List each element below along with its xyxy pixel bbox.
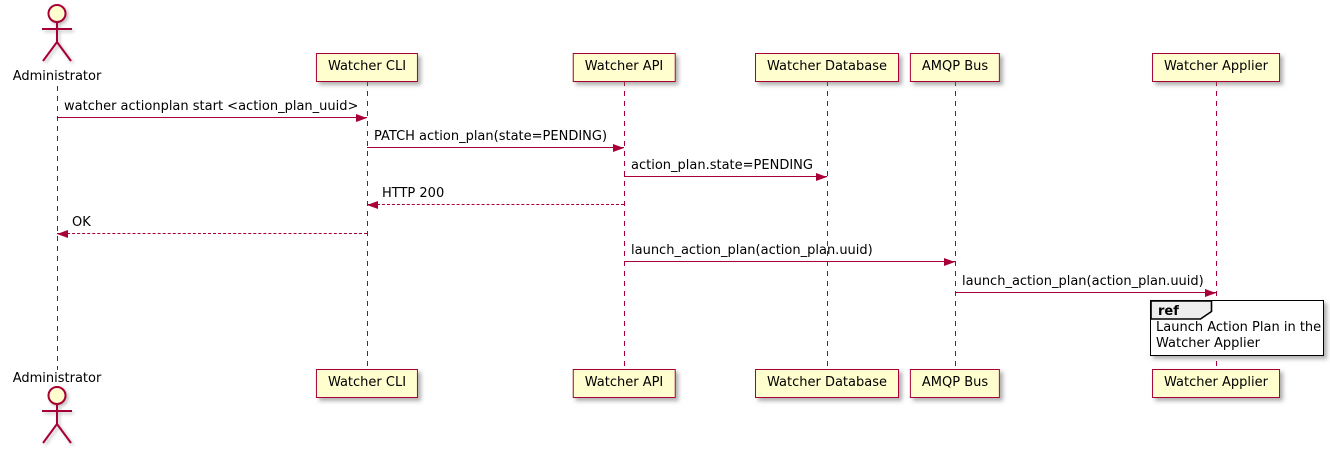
participant-box: AMQP Bus xyxy=(909,369,1001,398)
participant-box: Watcher CLI xyxy=(315,369,419,398)
arrowhead-icon xyxy=(367,201,378,209)
lifeline-watcher-api xyxy=(624,81,625,370)
message-line xyxy=(624,261,955,262)
ref-keyword: ref xyxy=(1158,304,1179,319)
participant-box: Watcher Applier xyxy=(1152,53,1280,82)
message-line xyxy=(57,117,367,118)
participant-box: Watcher API xyxy=(572,53,676,82)
ref-fragment: ref Launch Action Plan in the Watcher Ap… xyxy=(1150,300,1324,356)
lifeline-watcher-cli xyxy=(367,81,368,370)
participant-box: Watcher CLI xyxy=(315,53,419,82)
ref-text-line: Watcher Applier xyxy=(1156,335,1260,351)
arrowhead-icon xyxy=(57,230,68,238)
message-line xyxy=(955,292,1216,293)
message-line xyxy=(367,147,624,148)
arrowhead-icon xyxy=(613,144,624,152)
lifeline-watcher-applier xyxy=(1216,81,1217,370)
message-line xyxy=(624,176,827,177)
message-label: action_plan.state=PENDING xyxy=(631,158,813,173)
message-label: launch_action_plan(action_plan.uuid) xyxy=(962,274,1204,289)
lifeline-administrator xyxy=(57,86,58,370)
lifeline-amqp-bus xyxy=(955,81,956,370)
lifeline-watcher-database xyxy=(827,81,828,370)
message-label: HTTP 200 xyxy=(382,186,445,201)
message-line xyxy=(57,233,367,234)
arrowhead-icon xyxy=(816,173,827,181)
participant-box: Watcher API xyxy=(572,369,676,398)
arrowhead-icon xyxy=(944,258,955,266)
arrowhead-icon xyxy=(356,114,367,122)
participant-box: AMQP Bus xyxy=(909,53,1001,82)
ref-tab: ref xyxy=(1150,300,1213,320)
message-label: launch_action_plan(action_plan.uuid) xyxy=(631,243,873,258)
message-label: OK xyxy=(72,215,91,230)
arrowhead-icon xyxy=(1205,289,1216,297)
ref-text-line: Launch Action Plan in the xyxy=(1156,320,1322,335)
message-label: watcher actionplan start <action_plan_uu… xyxy=(64,99,359,114)
actor-label: Administrator xyxy=(12,69,102,84)
message-label: PATCH action_plan(state=PENDING) xyxy=(374,129,608,144)
participant-box: Watcher Applier xyxy=(1152,369,1280,398)
participant-box: Watcher Database xyxy=(755,369,899,398)
actor-icon xyxy=(42,4,72,62)
actor-label: Administrator xyxy=(12,371,102,386)
participant-box: Watcher Database xyxy=(755,53,899,82)
message-line xyxy=(367,204,624,205)
actor-icon xyxy=(42,386,72,444)
